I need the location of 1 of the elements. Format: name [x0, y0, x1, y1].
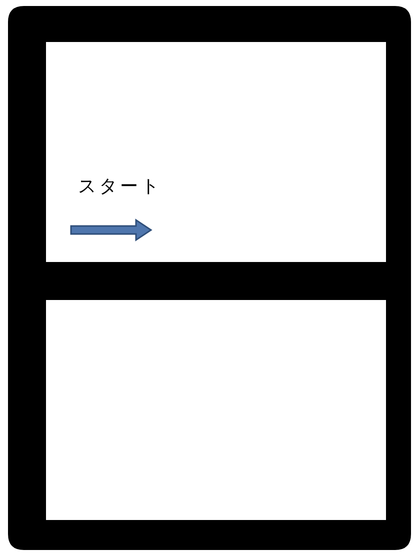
- start-label: スタート: [78, 175, 162, 198]
